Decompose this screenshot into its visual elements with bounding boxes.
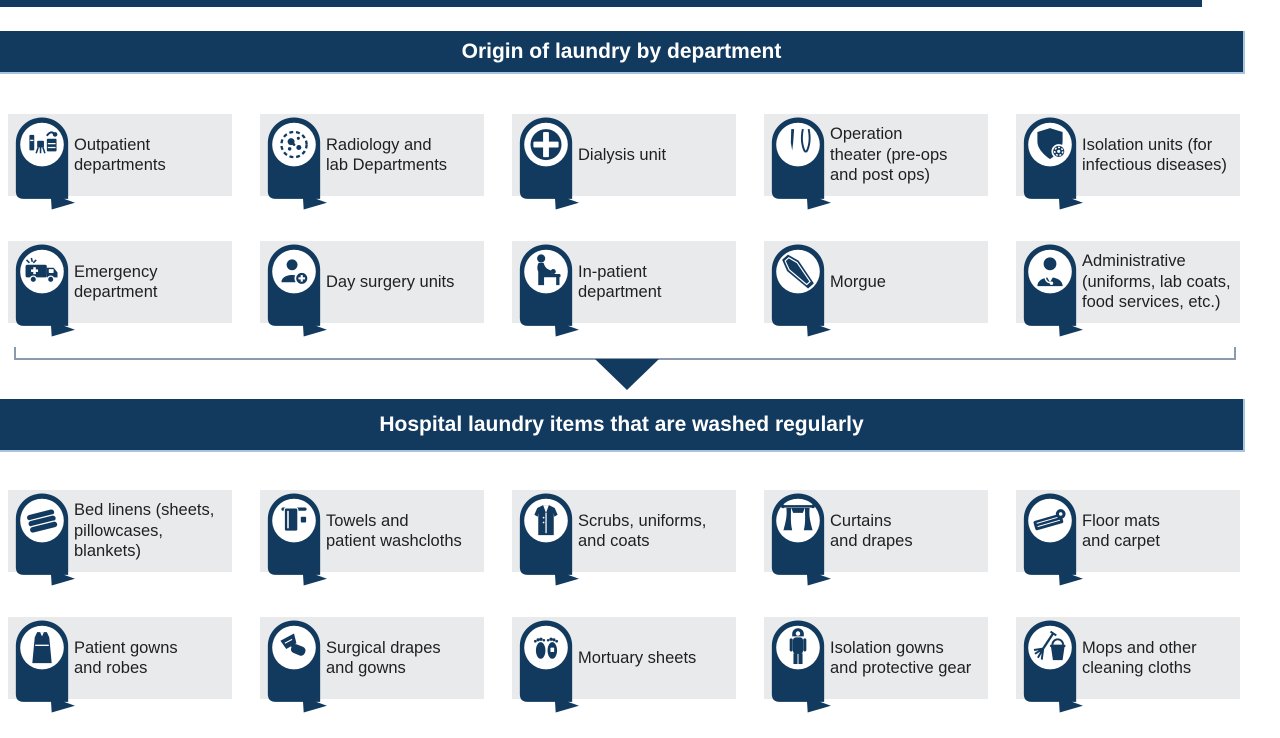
card-label: Operation theater (pre-ops and post ops) [830, 125, 948, 185]
feet-icon [515, 619, 579, 713]
card-label: Floor mats and carpet [1082, 511, 1160, 550]
section-title: Origin of laundry by department [461, 39, 782, 63]
section-header-items: Hospital laundry items that are washed r… [0, 399, 1245, 452]
section-header-origin: Origin of laundry by department [0, 31, 1245, 74]
card-label: Outpatient departments [74, 135, 166, 174]
top-stripe [0, 0, 1202, 7]
folded-linens-icon [11, 492, 75, 586]
card-label: Scrubs, uniforms, and coats [578, 511, 707, 550]
clinic-desk-icon [11, 116, 75, 210]
medical-cross-icon [515, 116, 579, 210]
card: Patient gowns and robes [8, 617, 232, 713]
mop-bucket-icon [1019, 619, 1083, 713]
lab-microbes-icon [263, 116, 327, 210]
card-label: Mops and other cleaning cloths [1082, 638, 1197, 677]
card: Mortuary sheets [512, 617, 736, 713]
card: Morgue [764, 241, 988, 337]
card-label: Surgical drapes and gowns [326, 638, 441, 677]
protective-suit-icon [767, 619, 831, 713]
card-label: Curtains and drapes [830, 511, 913, 550]
card: Outpatient departments [8, 114, 232, 210]
card: In-patient department [512, 241, 736, 337]
card: Operation theater (pre-ops and post ops) [764, 114, 988, 210]
card: Curtains and drapes [764, 490, 988, 586]
card: Dialysis unit [512, 114, 736, 210]
card: Bed linens (sheets, pillowcases, blanket… [8, 490, 232, 586]
card: Administrative (uniforms, lab coats, foo… [1016, 241, 1240, 337]
doctor-icon [1019, 243, 1083, 337]
ambulance-icon [11, 243, 75, 337]
card: Towels and patient washcloths [260, 490, 484, 586]
card: Emergency department [8, 241, 232, 337]
card-row: Bed linens (sheets, pillowcases, blanket… [8, 490, 1240, 586]
card-label: Patient gowns and robes [74, 638, 178, 677]
floor-mat-icon [1019, 492, 1083, 586]
card-label: Mortuary sheets [578, 648, 697, 667]
card-row: Patient gowns and robes Surgical drapes … [8, 617, 1240, 713]
card: Radiology and lab Departments [260, 114, 484, 210]
card-label: Towels and patient washcloths [326, 511, 462, 550]
gown-icon [11, 619, 75, 713]
hand-drape-icon [263, 619, 327, 713]
card-label: Isolation gowns and protective gear [830, 638, 972, 677]
card: Isolation units (for infectious diseases… [1016, 114, 1240, 210]
card-label: In-patient department [578, 262, 662, 301]
card-label: Isolation units (for infectious diseases… [1082, 135, 1227, 174]
towel-icon [263, 492, 327, 586]
card: Day surgery units [260, 241, 484, 337]
coffin-icon [767, 243, 831, 337]
card: Surgical drapes and gowns [260, 617, 484, 713]
card-row: Emergency department Day surgery units I… [8, 241, 1240, 337]
card-label: Emergency department [74, 262, 158, 301]
card-label: Morgue [830, 272, 886, 291]
patient-plus-icon [263, 243, 327, 337]
card-label: Radiology and lab Departments [326, 135, 448, 174]
card: Floor mats and carpet [1016, 490, 1240, 586]
down-arrow-icon [595, 359, 659, 390]
patient-care-icon [515, 243, 579, 337]
card: Mops and other cleaning cloths [1016, 617, 1240, 713]
card-label: Bed linens (sheets, pillowcases, blanket… [74, 501, 215, 561]
coat-icon [515, 492, 579, 586]
surgical-instruments-icon [767, 116, 831, 210]
shield-virus-icon [1019, 116, 1083, 210]
section-title: Hospital laundry items that are washed r… [379, 412, 864, 436]
card-row: Outpatient departments Radiology and lab… [8, 114, 1240, 210]
card: Isolation gowns and protective gear [764, 617, 988, 713]
card-label: Dialysis unit [578, 145, 667, 164]
curtains-icon [767, 492, 831, 586]
card-label: Day surgery units [326, 272, 455, 291]
card: Scrubs, uniforms, and coats [512, 490, 736, 586]
card-label: Administrative (uniforms, lab coats, foo… [1082, 252, 1231, 312]
